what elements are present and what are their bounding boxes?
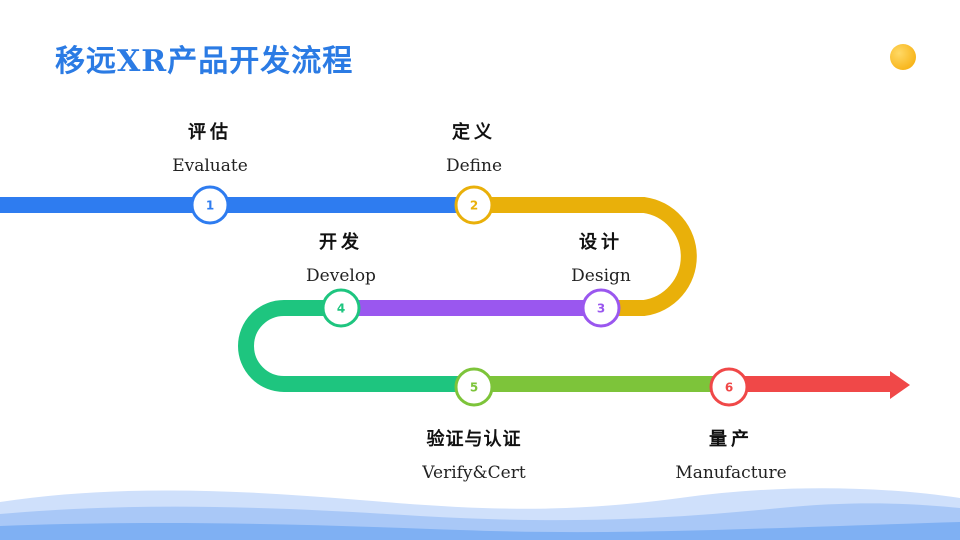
step-number-3: 3 (597, 302, 605, 316)
step-label-2: 定义 Define (374, 121, 574, 177)
step-2-en: Define (445, 156, 503, 176)
segment-4-line (238, 300, 474, 392)
step-node-2: 2 (454, 185, 494, 225)
wave-decoration (0, 488, 960, 540)
step-node-6: 6 (709, 367, 749, 407)
step-node-3: 3 (581, 288, 621, 328)
step-label-4: 开发 Develop (241, 231, 441, 287)
step-4-cn: 开发 (319, 232, 363, 253)
step-1-cn: 评估 (188, 122, 232, 143)
page-title: 移远XR产品开发流程 (55, 44, 354, 79)
step-6-en: Manufacture (675, 463, 787, 483)
step-number-4: 4 (337, 302, 345, 316)
step-1-en: Evaluate (172, 156, 248, 176)
step-5-cn: 验证与认证 (426, 429, 522, 450)
step-number-2: 2 (470, 199, 478, 213)
step-label-6: 量产 Manufacture (631, 428, 831, 484)
wave-front (0, 522, 960, 540)
step-5-en: Verify&Cert (422, 463, 526, 483)
step-number-5: 5 (470, 381, 478, 395)
step-3-cn: 设计 (579, 232, 623, 253)
segment-2-line (474, 197, 697, 316)
sun-decoration-icon (890, 44, 916, 70)
step-3-en: Design (571, 266, 631, 286)
arrow-head-icon (890, 371, 910, 399)
step-label-1: 评估 Evaluate (110, 121, 310, 177)
step-number-6: 6 (725, 381, 733, 395)
step-4-en: Develop (306, 266, 376, 286)
step-node-1: 1 (190, 185, 230, 225)
step-node-5: 5 (454, 367, 494, 407)
step-number-1: 1 (206, 199, 214, 213)
step-node-4: 4 (321, 288, 361, 328)
step-label-5: 验证与认证 Verify&Cert (374, 428, 574, 484)
step-2-cn: 定义 (452, 122, 496, 143)
step-6-cn: 量产 (709, 429, 753, 450)
step-label-3: 设计 Design (501, 231, 701, 287)
